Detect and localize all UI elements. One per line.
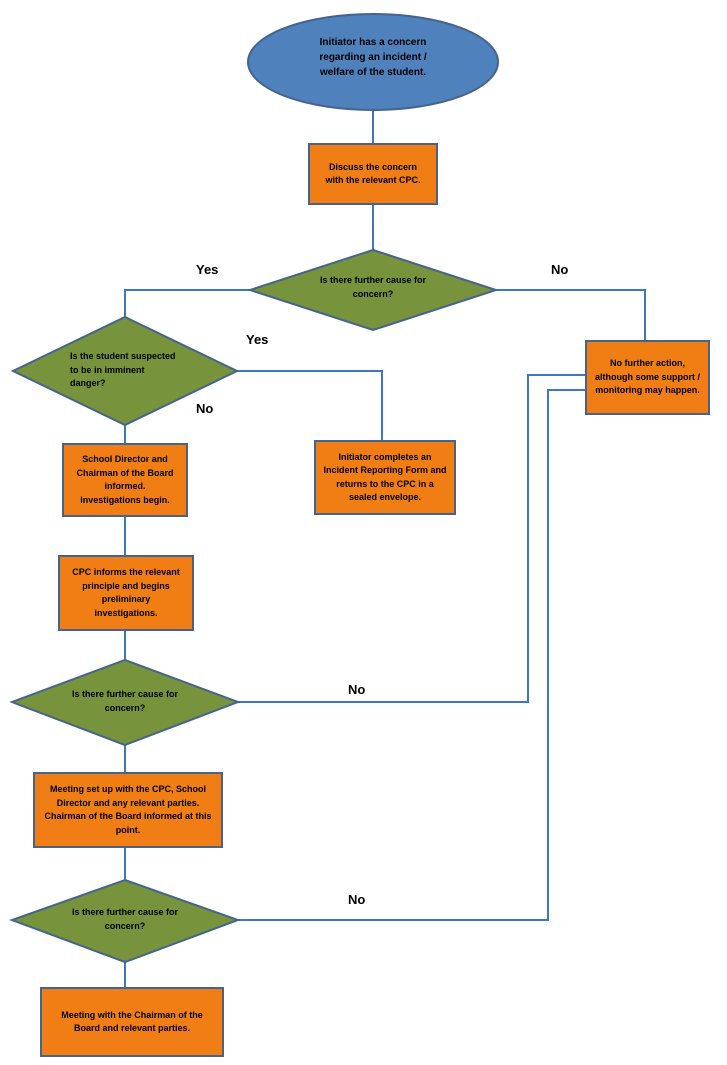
decision1-yes-label: Yes	[196, 262, 219, 277]
decision3-diamond	[9, 878, 241, 964]
connector-decision1-no	[496, 289, 646, 340]
decision1-no-label: No	[551, 262, 569, 277]
danger-no-label: No	[196, 401, 214, 416]
decision1-text: Is there further cause for concern?	[319, 275, 427, 299]
decision3-text: Is there further cause for concern?	[71, 907, 179, 931]
connector-decision2-no	[238, 374, 585, 703]
start-ellipse	[247, 13, 499, 111]
decision2-text: Is there further cause for concern?	[71, 689, 179, 713]
start-text: Initiator has a concern regarding an inc…	[319, 37, 427, 78]
danger-yes-label: Yes	[246, 332, 269, 347]
director-informed-box: School Director and Chairman of the Boar…	[62, 443, 188, 517]
decision-danger-text: Is the student suspected to be in immine…	[70, 351, 176, 388]
decision-danger-diamond	[10, 315, 240, 427]
no-further-action-box: No further action, although some support…	[585, 340, 710, 415]
incident-form-box: Initiator completes an Incident Reportin…	[314, 440, 456, 515]
discuss-box: Discuss the concern with the relevant CP…	[308, 143, 438, 205]
connector-decision1-yes	[124, 289, 250, 317]
decision2-diamond	[9, 658, 241, 747]
decision3-no-label: No	[348, 892, 366, 907]
decision2-no-label: No	[348, 682, 366, 697]
connector-danger-yes	[237, 370, 383, 440]
cpc-informs-box: CPC informs the relevant principle and b…	[58, 555, 194, 631]
meeting-setup-box: Meeting set up with the CPC, School Dire…	[33, 772, 223, 848]
decision1-diamond	[246, 248, 500, 332]
connector-decision3-no	[238, 389, 585, 921]
meeting-chairman-box: Meeting with the Chairman of the Board a…	[40, 987, 224, 1057]
